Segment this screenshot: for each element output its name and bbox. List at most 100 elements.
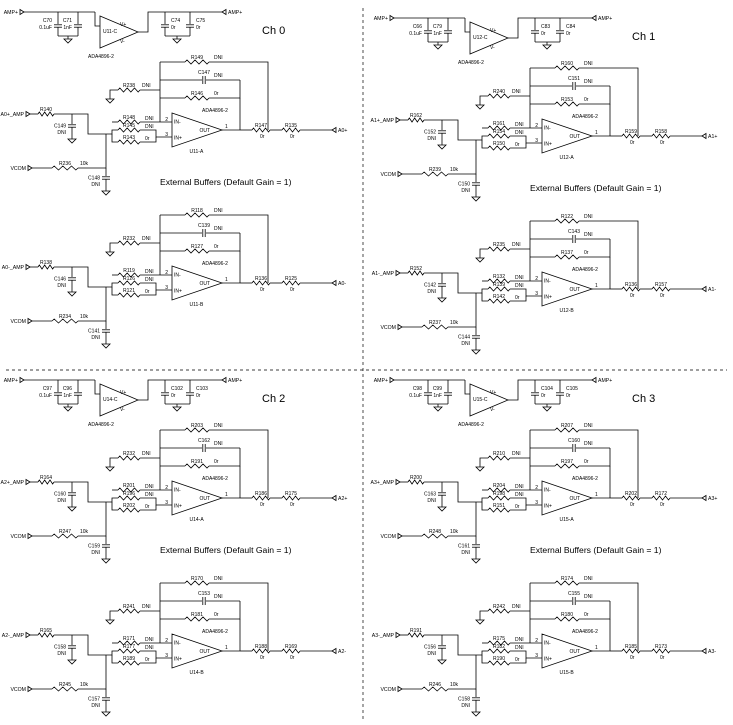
resistor-label: R170 <box>191 576 203 582</box>
wire <box>476 650 488 656</box>
dni-label: DNI <box>145 116 154 122</box>
feedback-resistor <box>554 427 580 433</box>
cap-name: C105 <box>566 386 578 392</box>
wire <box>109 610 118 617</box>
resistor-label: R136 <box>625 282 637 288</box>
dni-label: DNI <box>515 283 524 289</box>
noninv-resistor <box>487 133 511 139</box>
noninv-resistor <box>117 648 141 654</box>
wire <box>481 140 488 149</box>
resistor-label: R138 <box>40 260 52 266</box>
cap-value: 1nF <box>433 31 442 37</box>
resistor-label: R197 <box>561 459 573 465</box>
pin-label: IN- <box>174 273 181 279</box>
noninv-resistor <box>117 127 141 133</box>
dni-label: DNI <box>91 703 100 709</box>
wire <box>138 11 222 33</box>
vcom-resistor <box>51 533 79 539</box>
dni-label: DNI <box>142 451 151 457</box>
pin-label: OUT <box>200 281 211 287</box>
dni-label: DNI <box>57 130 66 136</box>
net-label: A2+ <box>338 496 347 502</box>
cap-value: 0.1uF <box>39 25 52 31</box>
feedback-resistor <box>184 580 210 586</box>
wire <box>140 282 172 291</box>
wire <box>111 287 118 296</box>
cap-name: C84 <box>566 24 575 30</box>
value-label: 0r <box>584 250 589 256</box>
output-resistor <box>251 127 271 133</box>
gain-resistor <box>117 608 141 614</box>
net-label: A1+_AMP <box>370 118 394 124</box>
channel-title: Ch 0 <box>262 25 285 37</box>
resistor-label: R182 <box>493 644 505 650</box>
vcom-resistor <box>51 318 79 324</box>
dni-label: DNI <box>515 645 524 651</box>
capacitor-label: C146 <box>54 277 66 283</box>
resistor-label: R164 <box>40 475 52 481</box>
wire <box>510 658 527 664</box>
resistor-label: R235 <box>493 242 505 248</box>
gain-resistor <box>117 240 141 246</box>
resistor-label: R210 <box>493 451 505 457</box>
value-label: 0r <box>214 459 219 465</box>
net-flag-amp-in: AMP+ <box>4 376 25 384</box>
part-number: ADA4896-2 <box>458 422 484 428</box>
ground-symbol <box>105 249 115 257</box>
wire <box>510 650 542 659</box>
input-resistor <box>407 270 425 276</box>
pin-label: IN+ <box>544 142 552 148</box>
capacitor-label: C147 <box>198 70 210 76</box>
value-label: 0r <box>630 655 635 661</box>
resistor-label: R140 <box>40 107 52 113</box>
pin-label: IN- <box>174 641 181 647</box>
net-flag-vcom: VCOM <box>380 170 403 178</box>
ground-symbol <box>105 96 115 104</box>
pin-label: V- <box>120 39 125 45</box>
output-resistor <box>651 495 671 501</box>
pin-number: 3 <box>535 500 538 506</box>
resistor-label: R188 <box>255 644 267 650</box>
net-flag-vcom: VCOM <box>10 164 33 172</box>
dni-label: DNI <box>214 226 223 232</box>
net-flag-amp-in: AMP+ <box>374 14 395 22</box>
dni-label: DNI <box>214 73 223 79</box>
pin-number: 3 <box>535 291 538 297</box>
wire <box>479 95 488 102</box>
ref-designator: U14-A <box>190 517 205 523</box>
resistor-label: R139 <box>493 282 505 288</box>
net-label: VCOM <box>10 166 26 172</box>
net-flag-vcom: VCOM <box>10 685 33 693</box>
input-resistor <box>37 264 55 270</box>
capacitor-label: C158 <box>458 697 470 703</box>
wire <box>140 137 157 143</box>
dni-label: DNI <box>214 576 223 582</box>
dni-label: DNI <box>145 124 154 130</box>
noninv-resistor <box>487 660 511 666</box>
ground-symbol <box>67 289 77 297</box>
net-flag-output: A3+ <box>701 494 717 502</box>
value-label: 0r <box>584 97 589 103</box>
value-label: 0r <box>515 295 520 301</box>
capacitor-label: C150 <box>458 182 470 188</box>
part-number: ADA4896-2 <box>458 60 484 66</box>
wire <box>109 242 118 249</box>
part-number: ADA4896-2 <box>202 476 228 482</box>
feedback-resistor <box>184 59 210 65</box>
resistor-label: R150 <box>493 141 505 147</box>
net-label: VCOM <box>10 687 26 693</box>
net-label: A1- <box>708 287 716 293</box>
output-resistor <box>621 648 641 654</box>
value-label: 0r <box>260 134 265 140</box>
dni-label: DNI <box>515 637 524 643</box>
value-label: 0r <box>214 244 219 250</box>
output-resistor <box>281 280 301 286</box>
output-resistor <box>621 495 641 501</box>
cap-value: 0.1uF <box>409 393 422 399</box>
pin-label: OUT <box>200 649 211 655</box>
value-label: 0r <box>260 502 265 508</box>
